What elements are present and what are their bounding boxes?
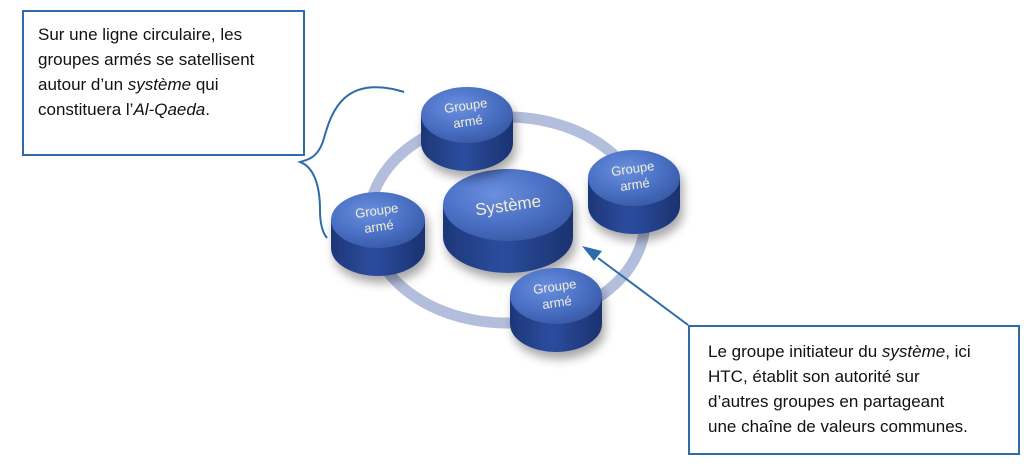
text-run: , ici (945, 342, 971, 361)
callout-bottom-arrow (597, 257, 689, 326)
callout-top-line: autour d’un système qui (38, 72, 293, 97)
callout-top-connector (297, 86, 405, 239)
text-run: . (205, 100, 210, 119)
emphasis-systeme: système (127, 75, 192, 94)
callout-bottom-line: d’autres groupes en partageant (708, 392, 945, 411)
callout-top: Sur une ligne circulaire, les groupes ar… (22, 10, 305, 156)
group-label-line1: Groupe (354, 200, 399, 221)
text-run: Le groupe initiateur du (708, 342, 882, 361)
callout-top-line: Sur une ligne circulaire, les (38, 25, 243, 44)
group-label-line1: Groupe (532, 276, 577, 297)
armed-group-node: Groupe armé (510, 268, 602, 352)
callout-bottom-line: une chaîne de valeurs communes. (708, 417, 968, 436)
group-label-line2: armé (541, 293, 572, 312)
group-label-line2: armé (363, 217, 394, 236)
group-label-line2: armé (452, 112, 483, 131)
callout-bottom-line: Le groupe initiateur du système, ici (708, 339, 1008, 364)
text-run: qui (191, 75, 219, 94)
system-node: Système (443, 169, 573, 273)
arrowhead-icon (582, 246, 602, 261)
text-run: constituera l’ (38, 100, 134, 119)
emphasis-systeme: système (881, 342, 946, 361)
callout-top-line: constituera l’Al-Qaeda. (38, 97, 293, 122)
armed-group-node: Groupe armé (588, 150, 680, 234)
text-run: autour d’un (38, 75, 128, 94)
armed-group-node: Groupe armé (331, 192, 425, 276)
callout-top-line: groupes armés se satellisent (38, 50, 255, 69)
callout-bottom-line: HTC, établit son autorité sur (708, 367, 920, 386)
armed-group-node: Groupe armé (421, 87, 513, 171)
group-label-line1: Groupe (610, 158, 655, 179)
group-label-line2: armé (619, 175, 650, 194)
emphasis-al-qaeda: Al-Qaeda (133, 100, 206, 119)
group-label-line1: Groupe (443, 95, 488, 116)
callout-bottom: Le groupe initiateur du système, ici HTC… (688, 325, 1020, 455)
